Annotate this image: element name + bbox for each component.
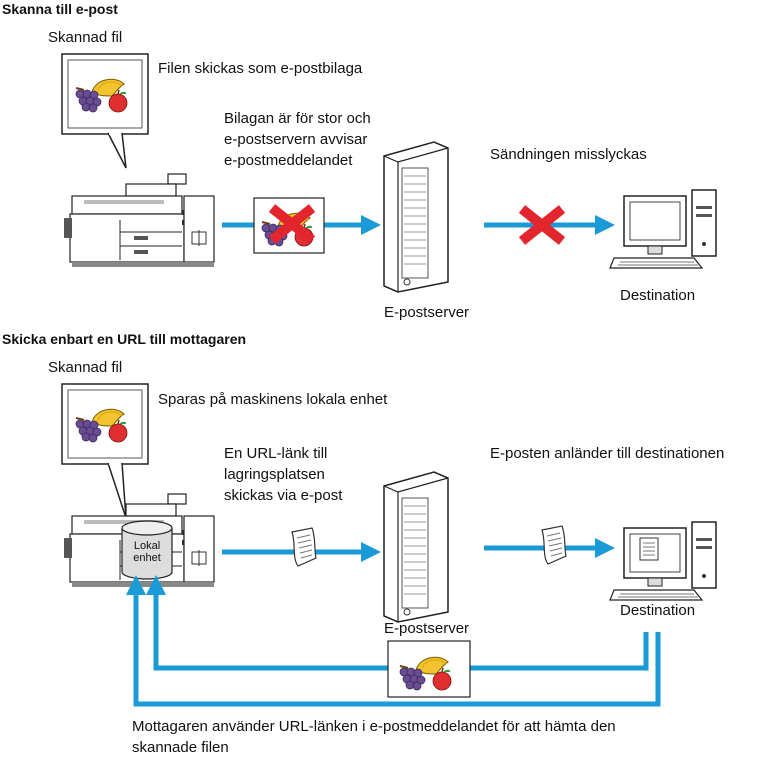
callout-tail-2	[107, 462, 127, 519]
destination-pc-icon	[609, 521, 717, 601]
destination-pc-icon	[609, 189, 717, 269]
url-link-description: En URL-länk till lagringsplatsen skickas…	[224, 445, 343, 504]
email-arrives-text: E-posten anländer till destinationen	[490, 445, 725, 462]
email-icon	[541, 525, 567, 565]
document-on-screen-icon	[639, 537, 659, 561]
section-title-url-only: Skicka enbart en URL till mottagaren	[2, 331, 247, 347]
destination-label: Destination	[620, 602, 696, 619]
local-drive-label: Lokal enhet	[133, 540, 161, 564]
email-server-label: E-postserver	[384, 304, 470, 321]
callout-tail-1	[107, 132, 127, 169]
destination-label: Destination	[620, 287, 696, 304]
email-icon	[291, 527, 317, 567]
email-server-label: E-postserver	[384, 620, 470, 637]
attachment-callout-text: Filen skickas som e-postbilaga	[158, 60, 363, 77]
footer-description: Mottagaren använder URL-länken i e-postm…	[132, 718, 616, 756]
send-failed-text: Sändningen misslyckas	[490, 146, 647, 163]
download-arrow-outer	[126, 575, 661, 707]
local-save-callout-text: Sparas på maskinens lokala enhet	[158, 391, 388, 408]
scanned-file-label: Skannad fil	[48, 359, 123, 376]
rejection-description: Bilagan är för stor och e-postservern av…	[224, 110, 371, 169]
mfp-printer-icon	[63, 173, 215, 268]
email-server-icon	[383, 141, 449, 293]
email-server-icon	[383, 471, 449, 623]
scanned-file-label: Skannad fil	[48, 29, 123, 46]
section-title-scan-to-email: Skanna till e-post	[2, 1, 118, 17]
local-drive-icon	[121, 520, 173, 580]
